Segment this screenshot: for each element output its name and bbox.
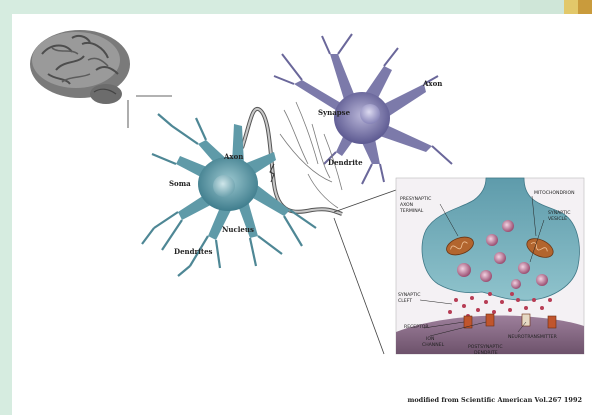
label-ion-channel-2: CHANNEL bbox=[422, 342, 445, 348]
label-dendrite: Dendrite bbox=[328, 158, 363, 167]
label-presynaptic-3: TERMINAL bbox=[399, 208, 424, 214]
label-presynaptic-1: PRESYNAPTIC bbox=[400, 196, 431, 202]
label-receptor: RECEPTOR bbox=[404, 324, 429, 330]
label-neurotransmitter: NEUROTRANSMITTER bbox=[508, 334, 558, 340]
brain-illustration bbox=[30, 30, 130, 104]
inset-callout-lines bbox=[334, 190, 396, 354]
neuron-diagram: Axon Synapse Dendrite Soma Axon Nucleus … bbox=[12, 14, 592, 415]
label-nucleus: Nucleus bbox=[222, 225, 254, 234]
receiving-neuron bbox=[274, 34, 452, 184]
source-caption: modified from Scientific American Vol.26… bbox=[407, 396, 582, 404]
label-postsynaptic-2: DENDRITE bbox=[474, 350, 498, 356]
label-vesicle-2: VESICLE bbox=[548, 216, 567, 222]
brain-connector bbox=[128, 96, 172, 128]
label-presynaptic-2: AXON bbox=[400, 202, 413, 208]
label-vesicle-1: SYNAPTIC bbox=[548, 210, 570, 216]
label-synapse: Synapse bbox=[318, 108, 351, 117]
label-ion-channel-1: ION bbox=[426, 336, 434, 342]
label-dendrites: Dendrites bbox=[174, 247, 213, 256]
label-soma: Soma bbox=[169, 179, 191, 188]
label-postsynaptic-1: POSTSYNAPTIC bbox=[468, 344, 503, 350]
sending-neuron bbox=[142, 114, 316, 276]
label-cleft-1: SYNAPTIC bbox=[398, 292, 420, 298]
label-cleft-2: CLEFT bbox=[398, 298, 412, 304]
label-mitochondrion: MITOCHONDRION bbox=[534, 190, 575, 196]
label-axon-top: Axon bbox=[422, 79, 442, 88]
diagram-panel: Axon Synapse Dendrite Soma Axon Nucleus … bbox=[12, 14, 592, 415]
synapse-inset: PRESYNAPTIC AXON TERMINAL MITOCHONDRION … bbox=[396, 178, 584, 356]
label-axon-left: Axon bbox=[223, 152, 243, 161]
